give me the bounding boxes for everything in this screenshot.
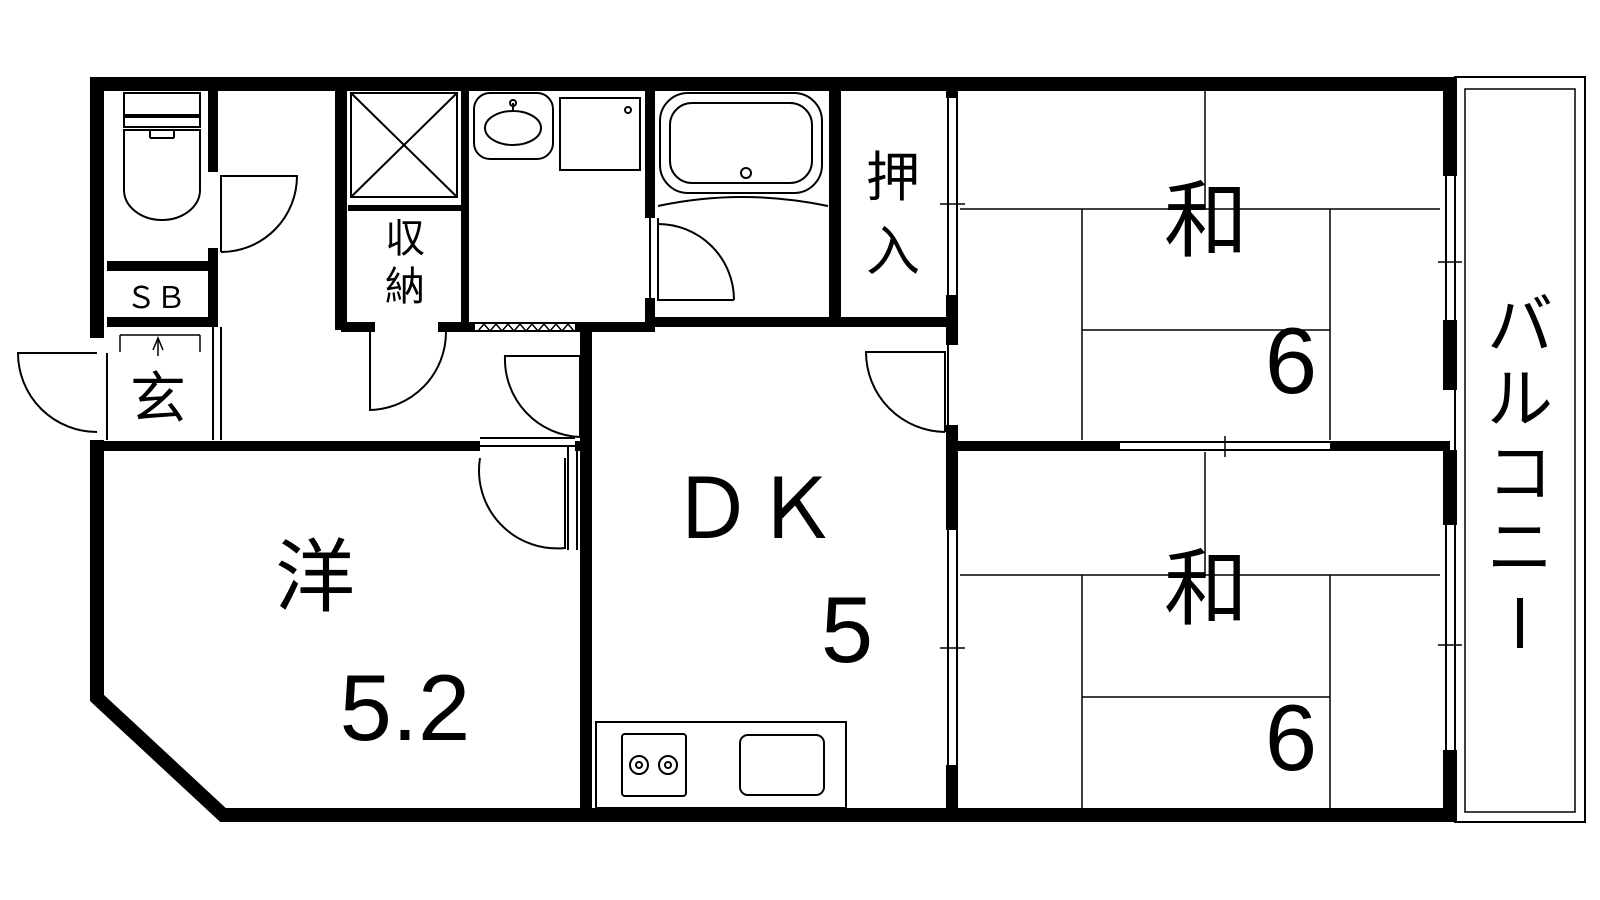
balcony-char-1: バ xyxy=(1487,287,1553,364)
tatami-upper xyxy=(960,91,1440,440)
storage-label-1: 収 xyxy=(385,216,425,262)
bathtub xyxy=(657,92,829,207)
dk-size: 5 xyxy=(821,577,873,682)
dk-label: ＤＫ xyxy=(670,460,838,558)
kitchen-counter xyxy=(595,721,847,809)
balcony-char-4: ニ xyxy=(1487,509,1553,586)
shoe-box-label: ＳＢ xyxy=(126,281,186,316)
door-swings xyxy=(16,175,946,550)
western-room-size: 5.2 xyxy=(340,655,471,760)
western-room-label: 洋 xyxy=(275,531,355,624)
washitsu-lower-label: 和 xyxy=(1164,540,1248,638)
interior-walls xyxy=(97,84,1462,815)
balcony-char-3: コ xyxy=(1487,435,1553,512)
oshiire-label-1: 押 xyxy=(866,146,920,209)
storage-label-2: 納 xyxy=(385,264,425,310)
tatami-lower xyxy=(960,452,1440,808)
balcony xyxy=(1454,76,1586,823)
toilet-fixture xyxy=(123,92,201,221)
balcony-char-2: ル xyxy=(1487,361,1553,438)
washroom-fixtures xyxy=(473,92,641,171)
balcony-char-5: ー xyxy=(1487,583,1553,660)
washitsu-lower-size: 6 xyxy=(1265,685,1317,790)
balcony-label: バ ル コ ニ ー xyxy=(1487,287,1553,660)
washitsu-upper-size: 6 xyxy=(1265,308,1317,413)
entrance-step xyxy=(119,334,201,356)
entrance-label: 玄 xyxy=(130,367,186,432)
oshiire-label-2: 入 xyxy=(866,220,920,283)
outer-walls xyxy=(90,77,1457,822)
closet-x xyxy=(350,92,458,198)
washitsu-upper-label: 和 xyxy=(1164,172,1248,270)
